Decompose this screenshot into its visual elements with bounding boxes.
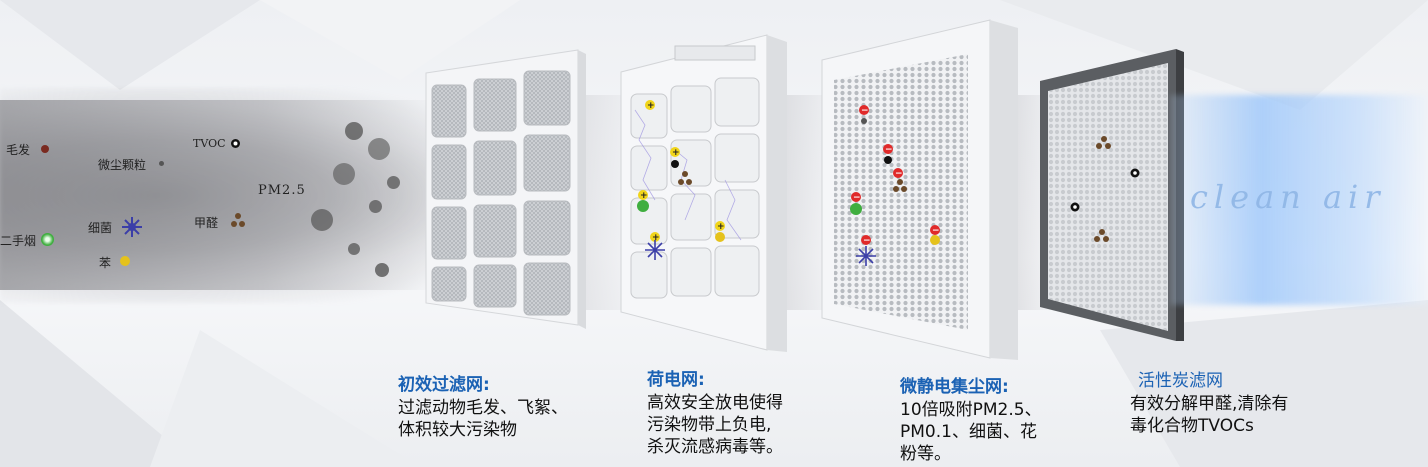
label-formaldehyde: 甲醛 (194, 216, 219, 230)
svg-text:+: + (647, 101, 655, 111)
pre-filter-line-1: 过滤动物毛发、飞絮、 (398, 398, 568, 418)
smoke-particle-icon (41, 233, 54, 246)
svg-text:−: − (932, 226, 940, 236)
pre-filter-description: 初效过滤网: 过滤动物毛发、飞絮、 体积较大污染物 (398, 370, 568, 441)
pm-particle-icon (369, 200, 382, 213)
pm-particle-icon (348, 243, 360, 255)
pm-particle-icon (368, 138, 390, 160)
label-pm25: PM2.5 (258, 183, 306, 198)
carbon-title: 活性炭滤网 (1138, 371, 1223, 391)
pm-particle-icon (387, 176, 400, 189)
dust-particle-icon (159, 161, 164, 166)
label-bacteria: 细菌 (88, 221, 113, 235)
collector-title: 微静电集尘网: (900, 377, 1009, 397)
collector-line-3: 粉等。 (900, 444, 951, 464)
pre-filter-title: 初效过滤网: (398, 375, 490, 395)
clean-air-glow (1170, 95, 1428, 305)
ionizer-line-2: 污染物带上负电, (647, 415, 772, 435)
ionizer-line-3: 杀灭流感病毒等。 (647, 437, 783, 457)
hair-particle-icon (41, 145, 49, 153)
polluted-air-band (0, 100, 440, 290)
svg-text:+: + (672, 148, 680, 158)
label-benzene: 苯 (99, 256, 112, 270)
label-smoke: 二手烟 (0, 234, 37, 248)
carbon-description: 活性炭滤网 有效分解甲醛,清除有 毒化合物TVOCs (1130, 366, 1288, 437)
collector-line-1: 10倍吸附PM2.5、 (900, 400, 1042, 420)
collector-line-2: PM0.1、细菌、花 (900, 422, 1037, 442)
label-hair: 毛发 (6, 143, 31, 157)
ionizer-line-1: 高效安全放电使得 (647, 393, 783, 413)
electrostatic-collector-panel: − − − − − − (821, 19, 1018, 360)
label-dust: 微尘颗粒 (98, 158, 147, 172)
svg-text:+: + (640, 191, 648, 201)
carbon-line-2: 毒化合物TVOCs (1130, 416, 1254, 436)
ionizer-title: 荷电网: (647, 370, 705, 390)
benzene-particle-icon (120, 256, 130, 266)
pm-particle-icon (311, 209, 333, 231)
ionizer-description: 荷电网: 高效安全放电使得 污染物带上负电, 杀灭流感病毒等。 (647, 365, 783, 458)
pre-filter-panel (425, 49, 586, 329)
svg-text:−: − (895, 169, 903, 179)
formaldehyde-molecule-icon (231, 213, 245, 227)
svg-text:−: − (885, 145, 893, 155)
ionizer-panel: + + + + + (620, 34, 787, 352)
activated-carbon-panel (1040, 49, 1184, 341)
pm-particle-icon (375, 263, 389, 277)
svg-text:−: − (853, 193, 861, 203)
clean-air-label: clean air (1190, 178, 1386, 216)
pm-particle-icon (345, 122, 363, 140)
tvoc-molecule-icon (231, 139, 240, 148)
label-tvoc: TVOC (193, 137, 226, 150)
pre-filter-line-2: 体积较大污染物 (398, 420, 517, 440)
collector-description: 微静电集尘网: 10倍吸附PM2.5、 PM0.1、细菌、花 粉等。 (900, 372, 1042, 465)
svg-text:−: − (861, 106, 869, 116)
svg-text:−: − (863, 236, 871, 246)
pm-particle-icon (333, 163, 355, 185)
svg-text:+: + (717, 222, 725, 232)
bacteria-icon (122, 217, 142, 237)
carbon-line-1: 有效分解甲醛,清除有 (1130, 394, 1289, 414)
svg-text:+: + (652, 233, 660, 243)
